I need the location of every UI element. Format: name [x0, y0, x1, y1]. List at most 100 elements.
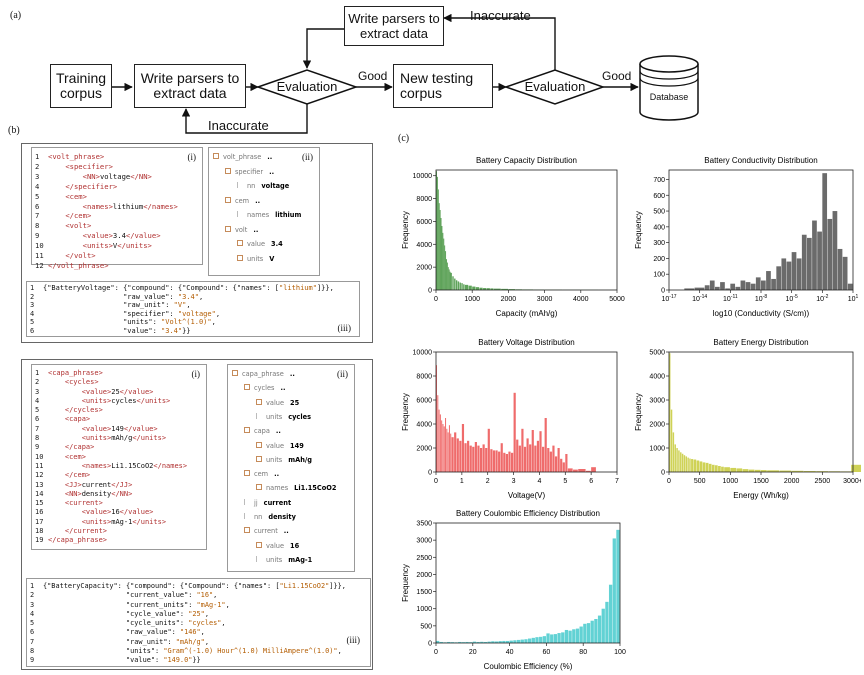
histogram-bar [708, 463, 712, 472]
code-line: 6 "raw_value": "146", [30, 628, 346, 637]
expand-toggle-icon[interactable] [244, 427, 250, 434]
histogram-bar [459, 440, 462, 472]
line-number: 6 [30, 628, 35, 637]
tree-node-value: Li1.15CoO2 [294, 484, 337, 493]
capacity-xml-code: 1<capa_phrase>2 <cycles>3 <value>25</val… [35, 369, 187, 546]
tree-node-label: value [266, 441, 285, 450]
voltage-xml-label: (i) [187, 152, 197, 162]
histogram-bar [832, 211, 838, 290]
histogram-bar [465, 641, 469, 643]
code-line: 1<capa_phrase> [35, 369, 187, 378]
expand-toggle-icon[interactable] [237, 240, 243, 246]
tree-node-value: mAg-1 [288, 555, 313, 564]
histogram-bar [709, 280, 715, 290]
tree-node-value: .. [274, 470, 280, 479]
histogram-bar [550, 634, 554, 643]
line-number: 1 [30, 284, 35, 292]
line-number: 9 [35, 231, 40, 241]
voltage-xml-panel: 1<volt_phrase>2 <specifier>3 <NN>voltage… [31, 147, 203, 270]
tree-node-value: .. [255, 196, 261, 205]
xml-tag: <units> [81, 396, 112, 405]
capacity-json-panel: 1{"BatteryCapacity": {"compound": {"Comp… [26, 578, 371, 667]
y-tick-label: 0 [661, 288, 665, 295]
xml-tag: <value> [81, 424, 112, 433]
line-number: 1 [30, 582, 35, 590]
expand-toggle-icon[interactable] [232, 370, 238, 376]
tree-node: cem.. [225, 196, 261, 205]
x-tick-label: 4000 [573, 296, 589, 303]
y-tick-label: 6000 [416, 219, 432, 226]
x-tick-label: 6 [589, 478, 593, 485]
expand-toggle-icon[interactable] [225, 225, 231, 232]
code-text: "current_units": [125, 600, 197, 609]
tree-node-label: current [254, 527, 278, 536]
leaf-marker-icon [237, 211, 243, 217]
line-number: 6 [35, 201, 40, 211]
code-line: 4 <units>cycles</units> [35, 397, 187, 406]
code-text: , [186, 301, 191, 310]
chart-title: Battery Coulombic Efficiency Distributio… [456, 509, 600, 518]
code-line: 4 "specifier": "voltage", [30, 310, 334, 319]
tree-node: cycles.. [244, 384, 286, 392]
histogram-bar [441, 420, 443, 472]
x-tick-label: 2000 [784, 478, 800, 485]
histogram-bar [771, 278, 776, 290]
histogram-bar [439, 641, 443, 643]
code-text: }} [192, 656, 201, 665]
histogram-bar [456, 438, 459, 472]
code-indent [48, 221, 65, 230]
x-tick-label: 3000+ [843, 478, 861, 485]
expand-toggle-icon[interactable] [225, 167, 231, 174]
code-line: 6 <capa> [35, 415, 187, 424]
expand-toggle-icon[interactable] [244, 470, 250, 477]
expand-toggle-icon[interactable] [256, 441, 262, 448]
x-tick-label: 5000 [609, 296, 625, 303]
y-axis-label: Frequency [634, 211, 643, 249]
line-number: 10 [35, 241, 44, 251]
histogram-bar [670, 409, 673, 472]
histogram-bar [842, 256, 848, 290]
expand-toggle-icon[interactable] [256, 541, 262, 548]
tree-node-label: jj [254, 498, 258, 507]
expand-toggle-icon[interactable] [256, 484, 262, 491]
y-tick-label: 2000 [649, 422, 665, 429]
histogram-bar [503, 452, 506, 472]
code-text: 3.4 [112, 231, 126, 241]
xml-tag: </names> [153, 461, 188, 470]
code-line: 19</capa_phrase> [35, 536, 187, 545]
histogram-bar [450, 272, 452, 290]
histogram-bar [616, 529, 620, 643]
histogram-bar [779, 470, 792, 472]
expand-toggle-icon[interactable] [256, 398, 262, 405]
expand-toggle-icon[interactable] [213, 153, 219, 159]
histogram-bar [445, 418, 447, 472]
expand-toggle-icon[interactable] [237, 254, 243, 261]
tree-node-label: nn [254, 513, 263, 521]
y-tick-label: 2000 [416, 446, 432, 453]
histogram-bar [443, 426, 445, 472]
json-string: "25" [188, 609, 205, 618]
tree-node-label: nn [247, 182, 256, 190]
code-text: , [204, 637, 209, 646]
expand-toggle-icon[interactable] [244, 384, 250, 391]
expand-toggle-icon[interactable] [244, 527, 250, 534]
json-string: "Volt^(1.0)" [161, 318, 212, 327]
histogram-bar [796, 258, 802, 290]
x-axis-label: Capacity (mAh/g) [496, 309, 558, 318]
good-label-1: Good [358, 69, 388, 83]
code-text: {"BatteryVoltage": {"compound": {"Compou… [43, 284, 280, 292]
histogram-bar [672, 432, 675, 472]
histogram-bar [454, 278, 456, 290]
x-tick-label: 20 [469, 649, 477, 656]
expand-toggle-icon[interactable] [225, 196, 231, 203]
xml-tag: </units> [132, 434, 167, 443]
code-line: 7 <value>149</value> [35, 425, 187, 434]
tree-node-label: value [266, 398, 285, 407]
histogram-bar [812, 220, 817, 290]
json-string: "Li1.15CoO2" [279, 582, 330, 590]
code-line: 2 <specifier> [35, 162, 178, 172]
expand-toggle-icon[interactable] [256, 455, 262, 462]
histogram-bar [513, 640, 517, 643]
x-tick-label: 40 [506, 649, 514, 656]
